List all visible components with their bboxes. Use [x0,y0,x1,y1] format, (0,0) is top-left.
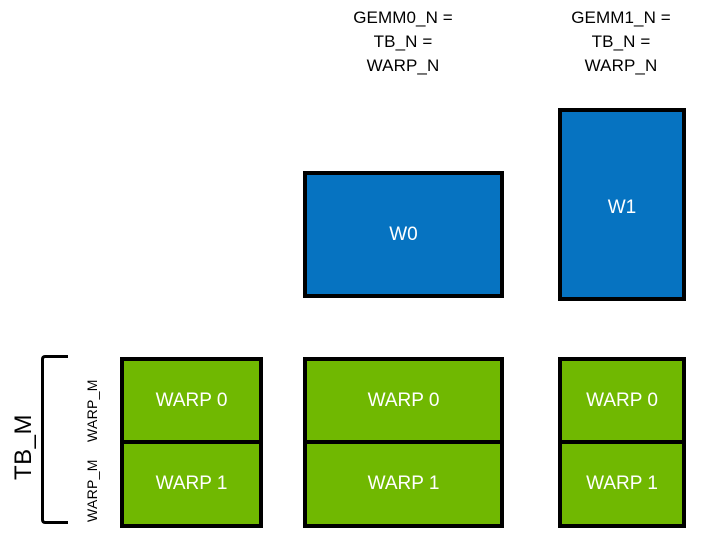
warp-cell-label: WARP 0 [367,389,440,411]
warp-cell-row1-col2: WARP 1 [558,441,686,528]
warp-cell-label: WARP 1 [367,473,440,495]
warp-cell-row1-col1: WARP 1 [303,441,504,528]
warp-cell-label: WARP 0 [155,389,228,411]
warp-tile-w1: W1 [558,108,686,301]
warp-cell-row0-col1: WARP 0 [303,357,504,444]
warp-cell-row1-col0: WARP 1 [120,441,263,528]
tb-m-dimension-label: TB_M [10,413,37,480]
warp-cell-row0-col2: WARP 0 [558,357,686,444]
warp-cell-label: WARP 0 [586,389,658,411]
warp-m-dimension-label-bottom: WARP_M [84,459,100,522]
warp-cell-label: WARP 1 [586,473,658,495]
warp-m-dimension-label-top: WARP_M [84,379,100,442]
tb-m-bracket [41,355,68,524]
warp-cell-label: WARP 1 [155,473,228,495]
warp-tile-w1-label: W1 [607,197,637,218]
warp-tile-w0-label: W0 [389,224,418,245]
warp-tile-w0: W0 [303,171,504,298]
warp-cell-row0-col0: WARP 0 [120,357,263,444]
warp-column-0: WARP 0 WARP 1 [120,357,263,528]
gemm0-column-caption: GEMM0_N = TB_N = WARP_N [353,8,453,75]
warp-column-2: WARP 0 WARP 1 [558,357,686,528]
warp-column-1: WARP 0 WARP 1 [303,357,504,528]
gemm1-column-caption: GEMM1_N = TB_N = WARP_N [571,8,671,75]
